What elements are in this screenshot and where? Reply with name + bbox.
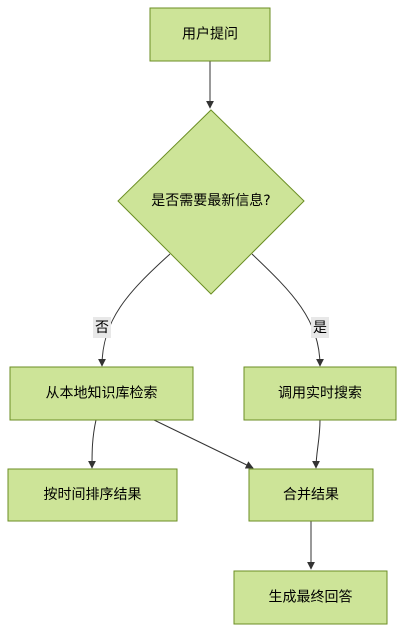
node-answer-label: 生成最终回答 — [269, 589, 353, 606]
node-answer-box — [233, 570, 388, 625]
edge-local-to-sort — [88, 419, 97, 469]
edge-labels: 否 是 — [93, 317, 329, 338]
node-sort-box — [7, 468, 178, 522]
edge-label-no: 否 — [95, 320, 109, 336]
edge-local-to-merge — [153, 419, 254, 469]
node-answer: 生成最终回答 — [233, 570, 388, 625]
edge-label-yes: 是 — [313, 320, 327, 336]
edge-label-bg-no — [93, 317, 111, 338]
edge-decide-to-realtime — [251, 253, 324, 367]
edge-decide-to-local — [98, 253, 171, 367]
node-realtime-box — [243, 366, 397, 421]
node-ask-label: 用户提问 — [182, 26, 238, 43]
nodes: 用户提问 是否需要最新信息? 从本地知识库检索 调用实时搜索 按时间排序结果 合… — [7, 7, 397, 625]
node-decide: 是否需要最新信息? — [117, 109, 305, 295]
node-realtime-label: 调用实时搜索 — [278, 385, 362, 402]
node-local-box — [9, 366, 194, 421]
node-sort: 按时间排序结果 — [7, 468, 178, 522]
node-sort-label: 按时间排序结果 — [44, 487, 142, 503]
node-merge-label: 合并结果 — [283, 487, 339, 503]
node-decide-label: 是否需要最新信息? — [151, 192, 270, 209]
edges — [88, 61, 324, 570]
node-local: 从本地知识库检索 — [9, 366, 194, 421]
node-decide-diamond — [117, 109, 305, 295]
node-ask-box — [149, 7, 271, 62]
edge-label-bg-yes — [311, 317, 329, 338]
node-merge: 合并结果 — [248, 468, 374, 522]
node-ask: 用户提问 — [149, 7, 271, 62]
node-local-label: 从本地知识库检索 — [46, 385, 158, 402]
node-merge-box — [248, 468, 374, 522]
edge-realtime-to-merge — [312, 419, 321, 469]
node-realtime: 调用实时搜索 — [243, 366, 397, 421]
